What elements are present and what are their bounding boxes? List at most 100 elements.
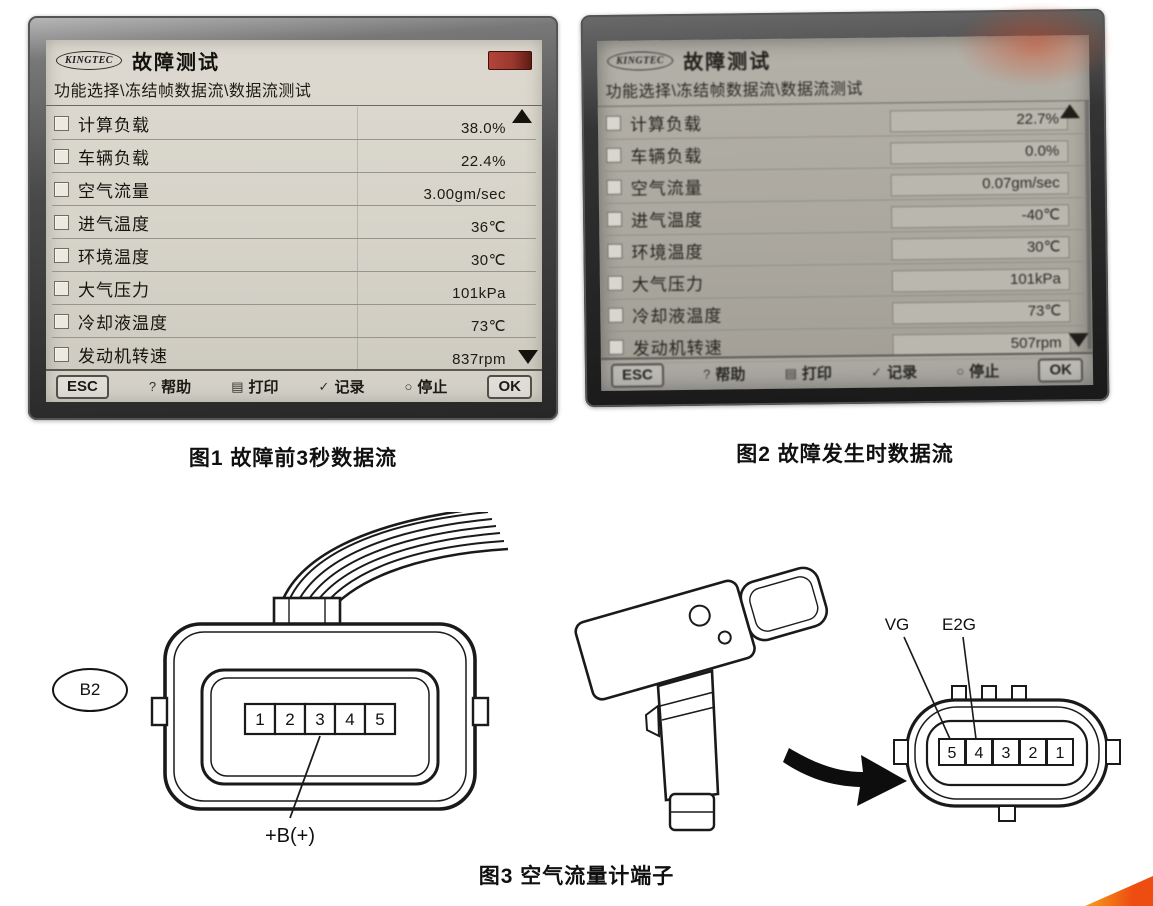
esc-button[interactable]: ESC xyxy=(610,362,665,388)
row-value: -40℃ xyxy=(890,204,1070,229)
esc-button[interactable]: ESC xyxy=(56,374,109,399)
row-checkbox[interactable] xyxy=(54,280,69,296)
record-button[interactable]: ✓记录 xyxy=(319,376,365,397)
row-label: 环境温度 xyxy=(78,247,150,267)
row-label: 计算负载 xyxy=(78,115,150,135)
data-row[interactable]: 冷却液温度 73℃ xyxy=(52,305,536,338)
row-label: 冷却液温度 xyxy=(78,313,168,333)
figure2-caption: 图2 故障发生时数据流 xyxy=(736,443,954,466)
row-value: 0.0% xyxy=(890,140,1069,165)
pin-numbers: 1 2 3 4 5 xyxy=(255,710,384,729)
row-value: 101kPa xyxy=(452,285,506,302)
battery-icon xyxy=(488,50,532,70)
help-label: 帮助 xyxy=(161,379,192,396)
row-checkbox[interactable] xyxy=(54,346,69,362)
record-label: 记录 xyxy=(334,379,365,396)
pin-cavity xyxy=(273,702,307,736)
pin-number: 3 xyxy=(1002,745,1011,762)
maf-sensor xyxy=(574,566,829,832)
row-checkbox[interactable] xyxy=(54,247,69,263)
row-checkbox[interactable] xyxy=(606,147,622,163)
data-row[interactable]: 车辆负载 22.4% xyxy=(52,140,536,173)
row-checkbox[interactable] xyxy=(54,181,69,197)
e2g-terminal-label: E2G xyxy=(942,615,976,634)
pin-cavity xyxy=(965,738,993,766)
row-value: 73℃ xyxy=(470,318,506,335)
row-label: 计算负载 xyxy=(629,114,703,135)
row-checkbox[interactable] xyxy=(607,243,623,259)
screen1-title: 故障测试 xyxy=(131,51,220,74)
pin-numbers: 5 4 3 2 1 xyxy=(948,745,1065,762)
row-value: 30℃ xyxy=(891,236,1070,261)
record-icon: ✓ xyxy=(318,378,330,394)
stop-label: 停止 xyxy=(969,363,1000,381)
row-checkbox[interactable] xyxy=(54,115,69,131)
screen1-breadcrumb: 功能选择\冻结帧数据流\数据流测试 xyxy=(46,77,542,106)
figure1-caption: 图1 故障前3秒数据流 xyxy=(188,447,398,470)
connector-body xyxy=(150,596,490,811)
pin-number: 4 xyxy=(975,745,984,762)
pin-number: 1 xyxy=(255,710,264,729)
terminal-label: +B(+) xyxy=(265,825,315,847)
print-icon: ▤ xyxy=(231,378,244,394)
row-checkbox[interactable] xyxy=(54,148,69,164)
scroll-up-icon[interactable] xyxy=(512,109,532,123)
stop-icon: ○ xyxy=(956,363,965,379)
record-button[interactable]: ✓记录 xyxy=(871,361,917,383)
stop-button[interactable]: ○停止 xyxy=(405,376,448,397)
row-checkbox[interactable] xyxy=(54,313,69,329)
row-label: 大气压力 xyxy=(631,274,705,295)
row-value: 30℃ xyxy=(470,252,506,269)
row-checkbox[interactable] xyxy=(608,339,624,355)
row-checkbox[interactable] xyxy=(607,211,623,227)
row-value: 3.00gm/sec xyxy=(423,186,506,203)
row-label: 进气温度 xyxy=(78,214,150,234)
b2-text: B2 xyxy=(79,680,101,699)
row-checkbox[interactable] xyxy=(607,275,623,291)
data-row[interactable]: 环境温度 30℃ xyxy=(52,239,536,272)
screen2-toolbar: ESC ?帮助 ▤打印 ✓记录 ○停止 OK xyxy=(600,351,1094,391)
pin-cavity xyxy=(992,738,1020,766)
scroll-down-icon[interactable] xyxy=(518,350,538,364)
help-icon: ? xyxy=(148,379,157,394)
stop-button[interactable]: ○停止 xyxy=(956,360,999,382)
row-checkbox[interactable] xyxy=(606,179,622,195)
row-value: 22.4% xyxy=(460,153,506,170)
screw-hole xyxy=(717,630,732,645)
record-icon: ✓ xyxy=(871,364,883,380)
maf-connector-body xyxy=(893,685,1121,822)
screen2-breadcrumb: 功能选择\冻结帧数据流\数据流测试 xyxy=(597,72,1090,108)
help-label: 帮助 xyxy=(715,366,746,384)
row-checkbox[interactable] xyxy=(608,307,624,323)
scroll-up-icon[interactable] xyxy=(1059,104,1080,119)
print-button[interactable]: ▤打印 xyxy=(231,376,278,397)
ok-button[interactable]: OK xyxy=(1038,357,1084,383)
row-value: 101kPa xyxy=(891,268,1071,293)
help-button[interactable]: ? 帮助 xyxy=(149,376,191,397)
ok-button[interactable]: OK xyxy=(487,374,532,399)
row-label: 冷却液温度 xyxy=(632,306,723,327)
row-checkbox[interactable] xyxy=(54,214,69,230)
column-divider xyxy=(356,107,358,371)
figure3-caption: 图3 空气流量计端子 xyxy=(478,865,675,888)
row-value: 22.7% xyxy=(889,108,1069,133)
row-checkbox[interactable] xyxy=(605,115,622,131)
scroll-down-icon[interactable] xyxy=(1068,333,1089,348)
kingtec-logo: KINGTEC xyxy=(56,50,122,70)
arrow-icon xyxy=(783,748,907,806)
print-label: 打印 xyxy=(248,379,279,396)
print-button[interactable]: ▤打印 xyxy=(784,362,833,384)
row-label: 车辆负载 xyxy=(78,148,150,168)
screen1-titlebar: KINGTEC 故障测试 xyxy=(46,40,542,77)
help-button[interactable]: ?帮助 xyxy=(703,363,746,385)
pin-number: 3 xyxy=(315,710,324,729)
pin-number: 5 xyxy=(375,710,384,729)
